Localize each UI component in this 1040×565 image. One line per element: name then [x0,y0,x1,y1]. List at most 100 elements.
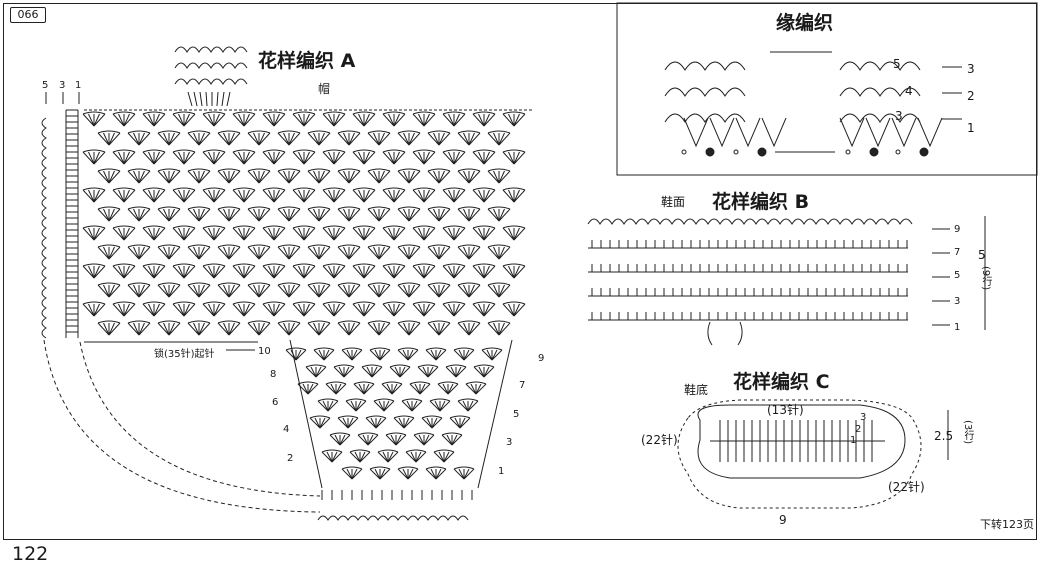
shell-stitch [427,130,451,134]
shell-stitch [393,227,400,241]
shell-stitch [468,246,481,260]
shell-stitch [187,246,200,260]
shell-stitch [355,400,367,412]
shell-stitch [498,132,511,146]
shell-stitch [390,434,397,446]
shell-stitch [397,349,409,361]
shell-stitch [187,168,211,172]
shell-stitch [334,434,341,446]
shell-stitch [168,208,181,222]
shell-stitch [438,322,445,336]
shell-stitch [97,322,110,336]
shell-stitch [322,301,346,305]
shell-stitch [391,383,398,395]
shell-stitch [423,189,436,203]
shell-stitch [273,227,280,241]
shell-stitch [288,284,301,298]
shell-stitch [369,466,391,470]
shell-stitch [273,303,280,317]
shell-stitch [352,301,376,305]
shell-stitch [97,208,110,222]
shell-stitch [193,284,200,298]
shell-stitch [247,284,260,298]
shell-stitch [343,322,350,336]
shell-stitch [382,227,395,241]
shell-stitch [172,187,196,191]
shell-stitch [367,322,380,336]
shell-stitch [457,322,470,336]
shell-stitch [123,151,136,165]
shell-stitch [243,227,256,241]
shell-stitch [342,417,349,429]
shell-stitch [93,113,100,127]
sole-bottom-count: 9 [779,513,787,527]
shell-stitch [465,381,487,385]
shell-stitch [439,400,446,412]
shell-stitch [378,322,391,336]
border-base-stitch [895,149,901,155]
shell-stitch [513,189,520,203]
shell-stitch [262,151,275,165]
shell-stitch [415,451,422,463]
shell-stitch [317,398,339,402]
shell-stitch [157,132,170,146]
shell-stitch [437,381,459,385]
shell-stitch [388,303,395,317]
strap-curve [43,339,321,513]
shell-stitch [298,265,305,279]
shell-stitch [262,303,275,317]
shell-stitch [493,170,500,184]
shell-stitch [273,151,286,165]
shell-stitch [123,113,136,127]
shell-stitch [82,227,95,241]
shell-stitch [498,132,505,146]
shell-stitch [367,434,374,446]
shell-stitch [427,322,440,336]
shell-stitch [127,130,151,134]
shell-stitch [414,383,421,395]
shell-stitch [333,303,340,317]
sole-outer-outline [697,404,906,479]
shell-stitch [475,383,487,395]
shell-stitch [309,415,331,419]
shell-stitch [441,432,463,436]
shell-stitch [142,189,155,203]
shell-stitch [123,151,130,165]
pattern-b-row-number: 1 [954,322,961,333]
shell-stitch [478,113,485,127]
shell-stitch [421,417,433,429]
shell-stitch [243,227,250,241]
shell-stitch [459,417,466,429]
hat-chart-stitch [199,91,203,107]
shell-stitch [285,347,307,351]
shell-stitch [358,189,365,203]
shell-stitch [108,246,121,260]
shell-stitch [352,113,365,127]
shell-stitch [305,366,317,378]
shell-stitch [268,265,275,279]
shell-stitch [168,208,175,222]
shell-stitch [118,113,125,127]
shell-stitch [133,246,140,260]
shell-stitch [445,366,457,378]
shell-stitch [448,265,455,279]
border-frame [616,2,1038,176]
shell-stitch [208,227,215,241]
shell-stitch [348,132,361,146]
shell-stitch [382,225,406,229]
shell-stitch [307,170,320,184]
shell-stitch [457,282,481,286]
shell-stitch [443,451,455,463]
shell-stitch [262,263,286,267]
shell-stitch [198,208,211,222]
shell-stitch [502,149,526,153]
shell-stitch [453,265,466,279]
shell-stitch [367,246,380,260]
shell-stitch [208,113,215,127]
shell-stitch [187,206,211,210]
shell-stitch [268,303,275,317]
shell-stitch [133,132,140,146]
shell-stitch [483,227,490,241]
shell-stitch [483,227,496,241]
shell-stitch [382,301,406,305]
